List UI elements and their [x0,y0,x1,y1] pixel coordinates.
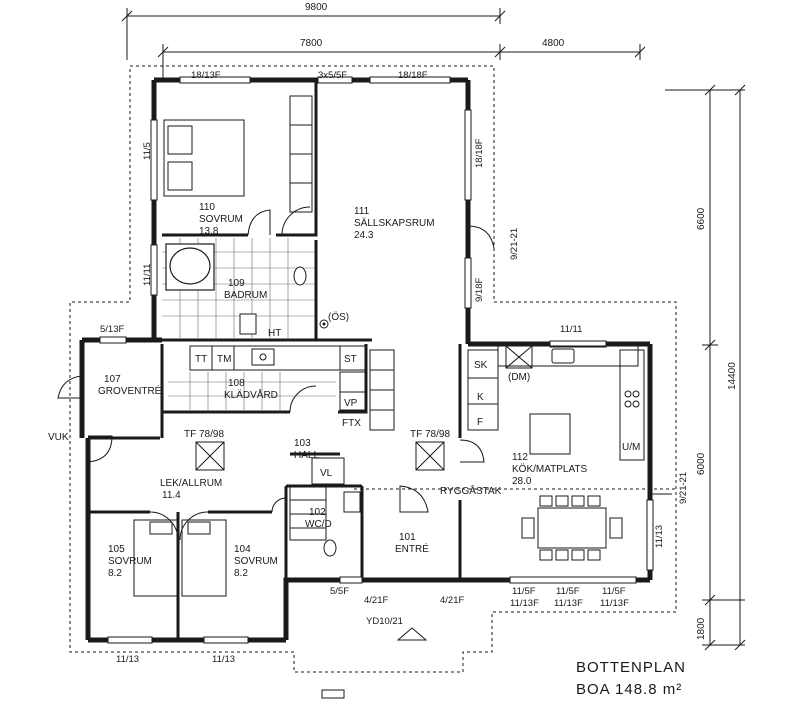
room-108-name: KLÄDVÅRD [224,388,278,401]
room-111-number: 111 [354,206,370,217]
room-lek-name: LEK/ALLRUM [160,478,222,489]
window-code-w18b: 11/13F [600,598,629,609]
window-code-w17b: 11/13F [554,598,583,609]
window-code-w11: 9/21-21 [678,472,689,504]
room-108-number: 108 [228,378,245,389]
dim-top-total: 9800 [305,2,328,13]
room-107-name: GROVENTRÉ [98,384,162,397]
label-sk: SK [474,360,488,371]
window-code-w15: 4/21F [440,595,464,606]
plan-area: BOA 148.8 m² [576,681,682,698]
dimension-lines [121,8,746,651]
label-tf-right: TF 78/98 [410,429,450,440]
label-tm: TM [217,354,231,365]
room-112-number: 112 [512,452,528,463]
dim-right-total: 14400 [727,362,738,390]
window-code-w8: 9/18F [474,278,485,302]
room-105-number: 105 [108,544,125,555]
label-vuk: VUK [48,432,69,443]
dim-right-bottom: 1800 [696,617,707,640]
label-tf-left: TF 78/98 [184,429,224,440]
label-vp: VP [344,398,358,409]
room-112-name: KÖK/MATPLATS [512,463,588,475]
window-code-w16a: 11/5F [512,586,536,597]
dim-top-left: 7800 [300,38,323,49]
window-code-w13: 5/5F [330,586,349,597]
room-107-number: 107 [104,374,121,385]
window-code-w10: 11/11 [560,324,582,335]
window-code-w20: 11/13 [212,654,235,665]
roof-outline [69,65,677,673]
window-code-w2: 3x5/5F [318,70,347,81]
label-f: F [477,417,483,428]
room-102-number: 102 [309,507,326,518]
dim-right-mid: 6000 [696,452,707,475]
window-code-w16b: 11/13F [510,598,539,609]
room-111-name: SÄLLSKAPSRUM [354,217,435,229]
room-105-area: 8.2 [108,568,122,579]
room-105-name: SOVRUM [108,556,152,567]
room-101-number: 101 [399,532,416,543]
room-109-number: 109 [228,278,245,289]
window-code-w3: 18/18F [398,70,428,81]
window-code-w7: 9/21-21 [509,228,520,260]
window-code-w18a: 11/5F [602,586,626,597]
window-code-w17a: 11/5F [556,586,580,597]
window-markers [99,76,654,644]
window-code-w12: 11/13 [654,525,665,548]
window-code-w9: 5/13F [100,324,124,335]
door-swings [57,206,672,541]
window-code-w5: 11/11 [142,264,153,286]
room-111-area: 24.3 [354,230,374,241]
label-um: U/M [622,442,640,453]
label-ryggastak: RYGGÅSTAK [440,484,502,497]
label-tt: TT [195,354,207,365]
window-code-w4: 11/5 [142,142,153,160]
room-104-name: SOVRUM [234,556,278,567]
room-lek-area: 11.4 [162,490,181,501]
label-st: ST [344,354,357,365]
room-103-name: HALL [294,450,319,461]
room-110-area: 13.8 [199,226,219,237]
dim-right-top: 6600 [696,207,707,230]
window-code-w14: 4/21F [364,595,388,606]
label-os: (ÖS) [328,311,349,323]
room-104-area: 8.2 [234,568,248,579]
plan-title: BOTTENPLAN [576,659,686,676]
room-110-number: 110 [199,202,215,213]
window-code-w6: 18/18F [474,138,485,168]
window-code-w1: 18/13F [191,70,221,81]
label-ht: HT [268,328,281,339]
room-104-number: 104 [234,544,251,555]
label-ftx: FTX [342,418,361,429]
furniture [133,95,645,699]
window-code-w19: 11/13 [116,654,139,665]
label-k: K [477,392,484,403]
dim-top-right: 4800 [542,38,565,49]
room-112-area: 28.0 [512,476,532,487]
room-101-name: ENTRÉ [395,542,429,555]
room-103-number: 103 [294,438,311,449]
room-110-name: SOVRUM [199,214,243,225]
room-102-name: WC/D [305,519,332,530]
label-dm: (DM) [508,372,530,383]
label-vl: VL [320,468,333,479]
room-109-name: BADRUM [224,290,267,301]
door-code-w21: YD10/21 [366,616,403,627]
